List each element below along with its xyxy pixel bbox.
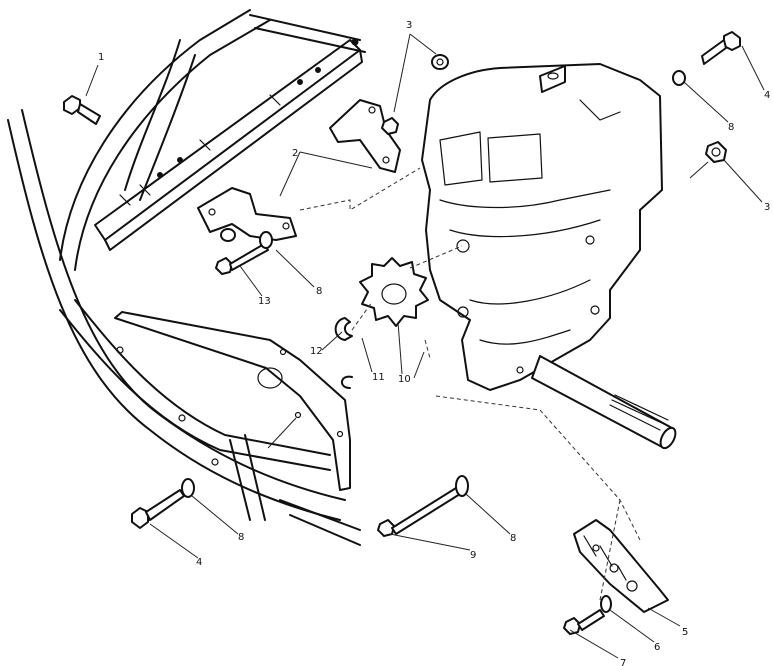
callout-8-middle: 8 <box>316 286 322 297</box>
mount-bracket-upper <box>329 99 401 173</box>
washer-8-bottom-left <box>181 478 195 498</box>
frame-rails <box>7 9 361 546</box>
callout-3-top: 3 <box>406 20 412 31</box>
bolt-4-top-right <box>701 31 741 65</box>
callout-labels: 1 2 3 3 4 4 5 6 7 8 8 8 8 9 10 11 12 13 <box>98 20 770 666</box>
callout-8-bottom-middle: 8 <box>510 533 516 544</box>
bolt-13 <box>215 231 273 275</box>
nut-3-right <box>705 141 727 163</box>
bolt-9 <box>377 487 461 537</box>
callout-13: 13 <box>258 296 271 307</box>
upper-rail-channel <box>94 14 366 251</box>
gearcase <box>421 63 677 450</box>
bolt-4-bottom-left <box>131 489 185 529</box>
leader-lines <box>85 33 765 659</box>
callout-3-right: 3 <box>764 202 770 213</box>
washer-8-top-right <box>672 70 686 86</box>
bolt-1 <box>63 95 101 125</box>
callout-11: 11 <box>372 372 385 383</box>
bolt-7 <box>563 609 605 635</box>
nut-3-middle <box>381 117 399 135</box>
callout-1: 1 <box>98 52 104 63</box>
assembly-lines <box>299 167 641 601</box>
callout-4-bottom-left: 4 <box>196 557 202 568</box>
washer-8-bottom-middle <box>455 475 469 497</box>
nut-3-top-right <box>431 54 449 70</box>
mount-bracket-lower <box>197 187 297 241</box>
callout-5: 5 <box>682 627 688 638</box>
callout-12: 12 <box>310 346 323 357</box>
c-clip <box>341 375 353 389</box>
callout-6: 6 <box>654 642 660 653</box>
guard-plate <box>114 311 351 491</box>
callout-8-top-right: 8 <box>728 122 734 133</box>
callout-9: 9 <box>470 550 476 561</box>
callout-7: 7 <box>620 658 626 666</box>
callout-8-bottom-left: 8 <box>238 532 244 543</box>
callout-10: 10 <box>398 374 411 385</box>
mount-block <box>573 519 669 613</box>
snap-ring <box>334 317 353 341</box>
drive-sprocket <box>359 257 429 327</box>
callout-2: 2 <box>292 148 298 159</box>
callout-4-top-right: 4 <box>764 90 770 101</box>
washer-8-middle <box>220 228 236 242</box>
washer-6 <box>600 595 612 613</box>
